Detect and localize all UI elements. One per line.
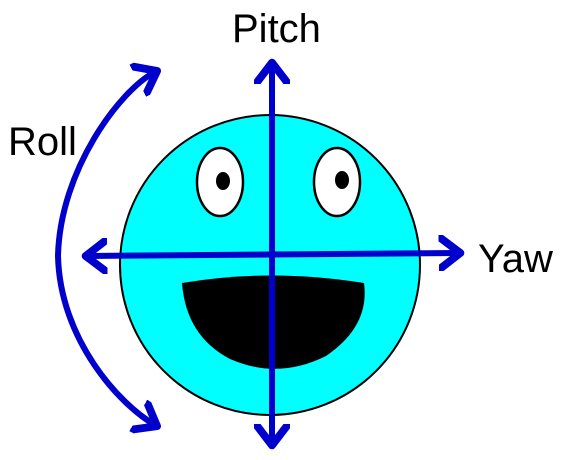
right-eye: [314, 148, 360, 216]
yaw-label: Yaw: [478, 237, 553, 281]
pitch-label: Pitch: [232, 7, 321, 51]
left-eye: [197, 148, 243, 216]
right-pupil: [335, 171, 349, 189]
roll-label: Roll: [8, 120, 77, 164]
left-pupil: [216, 172, 230, 190]
yaw-axis-arrow: [88, 253, 458, 256]
